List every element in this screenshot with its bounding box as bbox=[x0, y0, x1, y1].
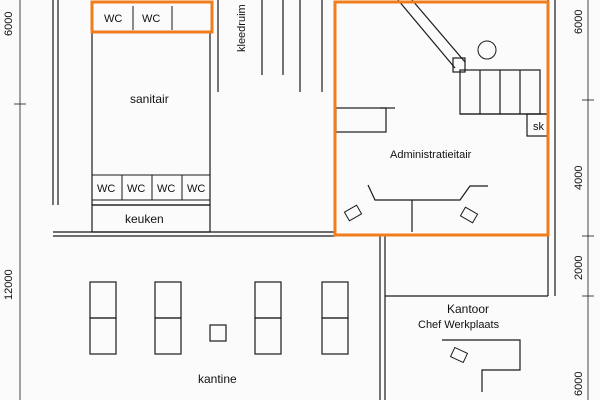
dimension-right-low: 2000 bbox=[573, 256, 585, 280]
room-label-chef-werkplaats: Chef Werkplaats bbox=[418, 319, 500, 331]
room-label-administratie: Administratieitair bbox=[390, 149, 472, 161]
chair-icon bbox=[343, 204, 363, 222]
highlight-administratie bbox=[333, 0, 550, 237]
chair-icons bbox=[343, 40, 497, 364]
highlight-boxes bbox=[90, 0, 550, 237]
wc-label: WC bbox=[104, 13, 122, 25]
dimension-left-top: 6000 bbox=[3, 12, 15, 36]
wc-bottom-row: WC WC WC WC bbox=[91, 174, 211, 201]
room-label-sanitair: sanitair bbox=[130, 92, 169, 106]
dimension-right-mid: 4000 bbox=[573, 166, 585, 190]
wc-label: WC bbox=[142, 13, 160, 25]
wc-label: WC bbox=[97, 183, 115, 195]
plant-icon bbox=[477, 40, 497, 60]
wc-label: WC bbox=[187, 183, 205, 195]
room-label-sk: sk bbox=[533, 121, 545, 133]
dimension-lines bbox=[14, 0, 594, 400]
room-label-kantine: kantine bbox=[198, 372, 237, 386]
dimension-left-bottom: 12000 bbox=[3, 269, 15, 300]
highlight-wc-top bbox=[90, 0, 214, 34]
room-label-kantoor: Kantoor bbox=[447, 302, 489, 316]
walls bbox=[52, 0, 556, 400]
wc-label: WC bbox=[157, 183, 175, 195]
wc-top-row: WC WC bbox=[104, 6, 173, 30]
room-label-kleedruimte: kleedruim bbox=[236, 4, 248, 52]
chair-icon bbox=[449, 346, 469, 364]
dimension-right-bottom: 6000 bbox=[573, 372, 585, 396]
room-label-keuken: keuken bbox=[125, 212, 164, 226]
dimension-right-top: 6000 bbox=[573, 10, 585, 34]
chair-icon bbox=[459, 206, 479, 224]
wc-label: WC bbox=[127, 183, 145, 195]
